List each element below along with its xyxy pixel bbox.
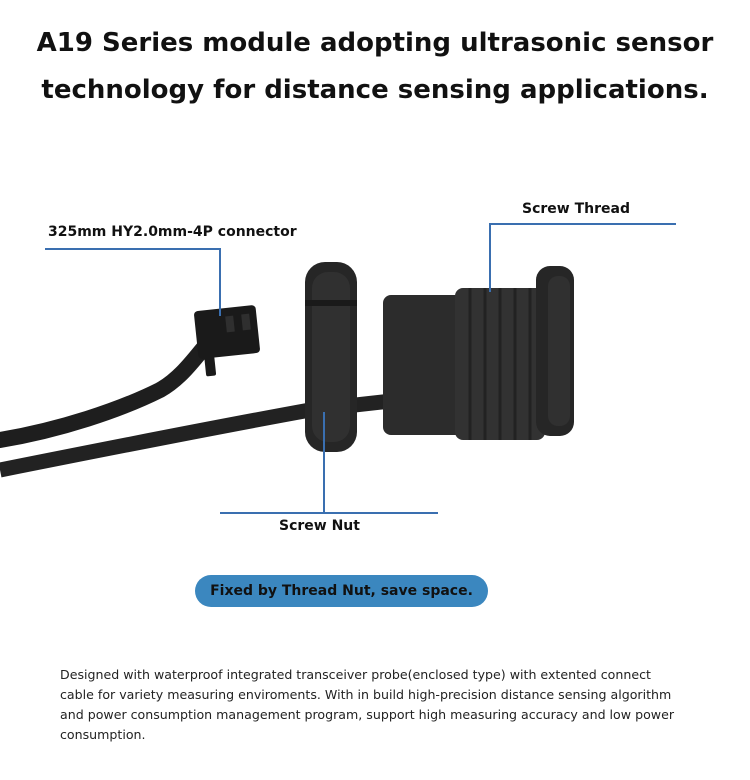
description-line: consumption. — [60, 727, 146, 742]
headline-line-2: technology for distance sensing applicat… — [41, 75, 709, 105]
connector-callout-label: 325mm HY2.0mm-4P connector — [48, 224, 297, 240]
hy2-connector — [194, 305, 260, 377]
product-illustration — [0, 223, 676, 514]
screw-nut-callout-label: Screw Nut — [279, 518, 360, 534]
screw-thread-callout-label: Screw Thread — [522, 201, 630, 217]
sensor-cable — [0, 392, 401, 478]
connector-callout-line — [45, 248, 221, 316]
screw-nut — [305, 262, 357, 452]
connector-cable — [0, 327, 223, 448]
sensor-body — [383, 266, 574, 440]
product-description: Designed with waterproof integrated tran… — [60, 665, 720, 745]
feature-badge: Fixed by Thread Nut, save space. — [195, 575, 488, 607]
screw-nut-callout-line — [220, 412, 438, 514]
description-line: Designed with waterproof integrated tran… — [60, 667, 651, 682]
callout-lines — [45, 223, 676, 514]
headline: A19 Series module adopting ultrasonic se… — [0, 20, 750, 114]
description-line: cable for variety measuring enviroments.… — [60, 687, 672, 702]
description-line: and power consumption management program… — [60, 707, 674, 722]
screw-thread-callout-line — [489, 223, 676, 292]
headline-line-1: A19 Series module adopting ultrasonic se… — [36, 28, 714, 58]
